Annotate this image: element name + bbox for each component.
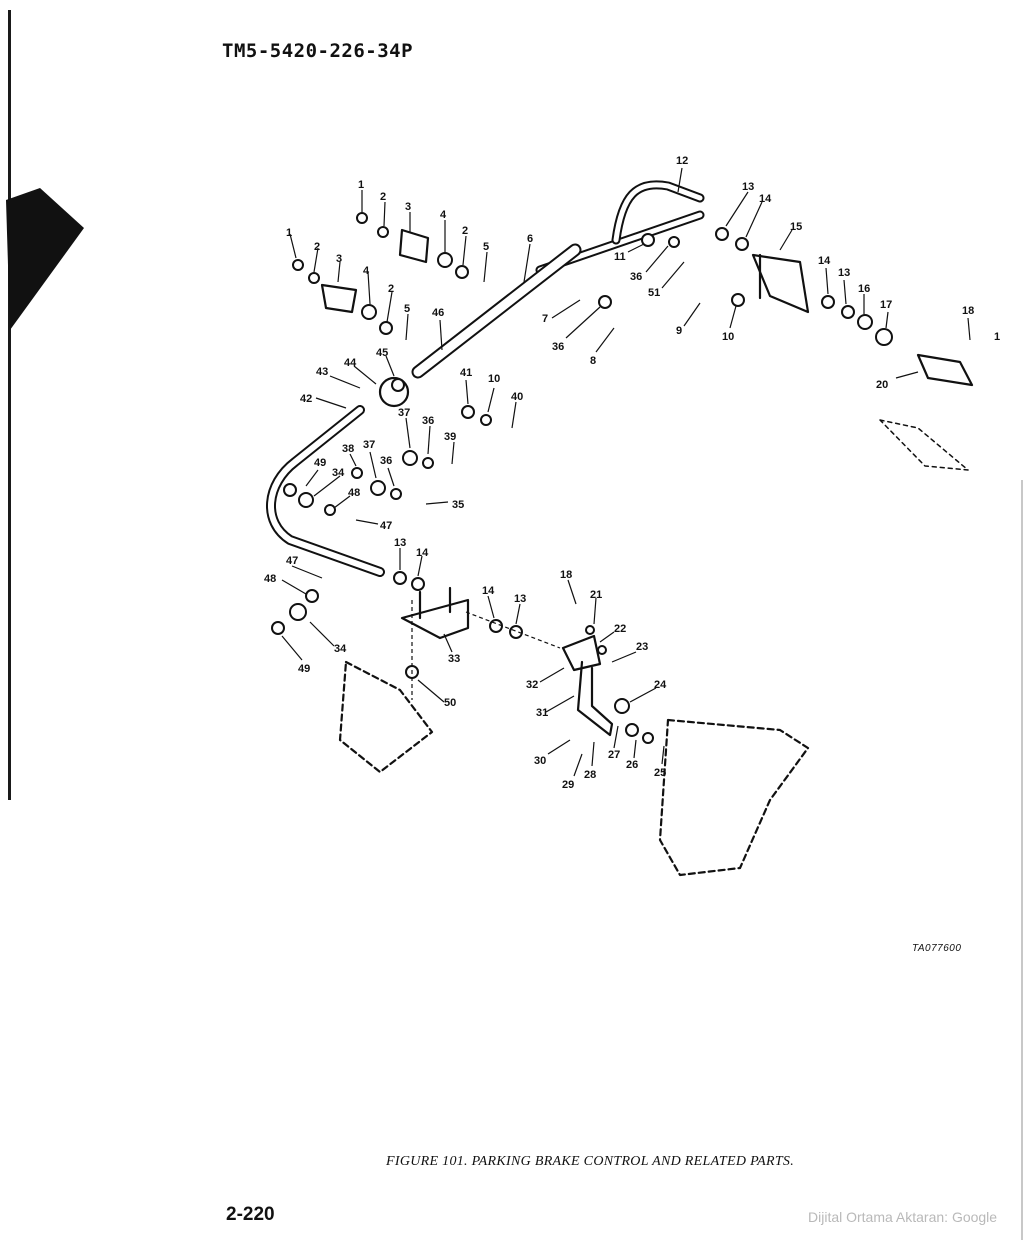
callout-label: 36	[630, 271, 642, 283]
callout-label: 30	[534, 755, 546, 767]
callout-label: 2	[388, 283, 394, 295]
callout-label: 20	[876, 379, 888, 391]
callout-label: 1	[994, 331, 1000, 343]
callout-label: 27	[608, 749, 620, 761]
callout-label: 14	[818, 255, 831, 267]
callout-label: 3	[405, 201, 411, 213]
callout-label: 21	[590, 589, 602, 601]
callout-label: 25	[654, 767, 666, 779]
callout-label: 36	[552, 341, 564, 353]
callout-label: 9	[676, 325, 682, 337]
callout-label: 41	[460, 367, 472, 379]
callout-label: 6	[527, 233, 533, 245]
callout-label: 39	[444, 431, 456, 443]
callout-label: 23	[636, 641, 648, 653]
callout-label: 16	[858, 283, 870, 295]
callout-label: 13	[514, 593, 526, 605]
callout-label: 1	[358, 179, 364, 191]
document-id: TM5-5420-226-34P	[222, 40, 414, 62]
callout-label: 28	[584, 769, 596, 781]
callout-label: 34	[332, 467, 345, 479]
digitizer-attribution: Dijital Ortama Aktaran: Google	[808, 1209, 998, 1225]
figure-caption: FIGURE 101. PARKING BRAKE CONTROL AND RE…	[386, 1154, 795, 1169]
callout-label: 4	[440, 209, 447, 221]
callout-labels: 1 2 3 4 2 5 6 12 13 14 15 11 36 51 1 2 3…	[264, 155, 1000, 791]
callout-label: 2	[314, 241, 320, 253]
callout-label: 10	[488, 373, 500, 385]
callout-label: 22	[614, 623, 626, 635]
callout-label: 17	[880, 299, 892, 311]
callout-label: 11	[614, 251, 626, 263]
callout-label: 49	[314, 457, 326, 469]
callout-label: 18	[560, 569, 572, 581]
callout-label: 8	[590, 355, 596, 367]
callout-label: 45	[376, 347, 388, 359]
callout-label: 47	[380, 520, 392, 532]
callout-label: 49	[298, 663, 310, 675]
callout-label: 33	[448, 653, 460, 665]
callout-label: 14	[416, 547, 429, 559]
callout-label: 48	[264, 573, 276, 585]
callout-label: 34	[334, 643, 347, 655]
callout-label: 2	[380, 191, 386, 203]
callout-label: 36	[380, 455, 392, 467]
callout-label: 5	[404, 303, 410, 315]
callout-label: 18	[962, 305, 974, 317]
page-tab-mark	[6, 188, 84, 330]
callout-label: 26	[626, 759, 638, 771]
callout-label: 43	[316, 366, 328, 378]
callout-label: 31	[536, 707, 548, 719]
callout-label: 48	[348, 487, 360, 499]
callout-label: 12	[676, 155, 688, 167]
callout-label: 15	[790, 221, 802, 233]
callout-label: 14	[482, 585, 495, 597]
callout-label: 1	[286, 227, 292, 239]
callout-label: 13	[394, 537, 406, 549]
callout-label: 2	[462, 225, 468, 237]
parts-diagram: 1 2 3 4 2 5 6 12 13 14 15 11 36 51 1 2 3…	[264, 155, 1000, 877]
callout-label: 47	[286, 555, 298, 567]
callout-label: 7	[542, 313, 548, 325]
callout-label: 40	[511, 391, 523, 403]
callout-label: 46	[432, 307, 444, 319]
callout-label: 44	[344, 357, 357, 369]
callout-label: 38	[342, 443, 354, 455]
callout-label: 10	[722, 331, 734, 343]
callout-label: 51	[648, 287, 660, 299]
callout-label: 36	[422, 415, 434, 427]
callout-label: 3	[336, 253, 342, 265]
callout-label: 32	[526, 679, 538, 691]
callout-label: 37	[363, 439, 375, 451]
callout-label: 24	[654, 679, 667, 691]
callout-label: 13	[742, 181, 754, 193]
callout-label: 50	[444, 697, 456, 709]
callout-label: 37	[398, 407, 410, 419]
callout-label: 29	[562, 779, 574, 791]
callout-label: 4	[363, 265, 370, 277]
callout-label: 13	[838, 267, 850, 279]
callout-label: 14	[759, 193, 772, 205]
scan-edge-line	[8, 10, 11, 800]
right-edge-line	[1021, 480, 1023, 1240]
callout-label: 35	[452, 499, 464, 511]
callout-label: 5	[483, 241, 489, 253]
figure-art-id: TA077600	[912, 943, 962, 954]
callout-label: 42	[300, 393, 312, 405]
page-number: 2-220	[226, 1204, 275, 1225]
